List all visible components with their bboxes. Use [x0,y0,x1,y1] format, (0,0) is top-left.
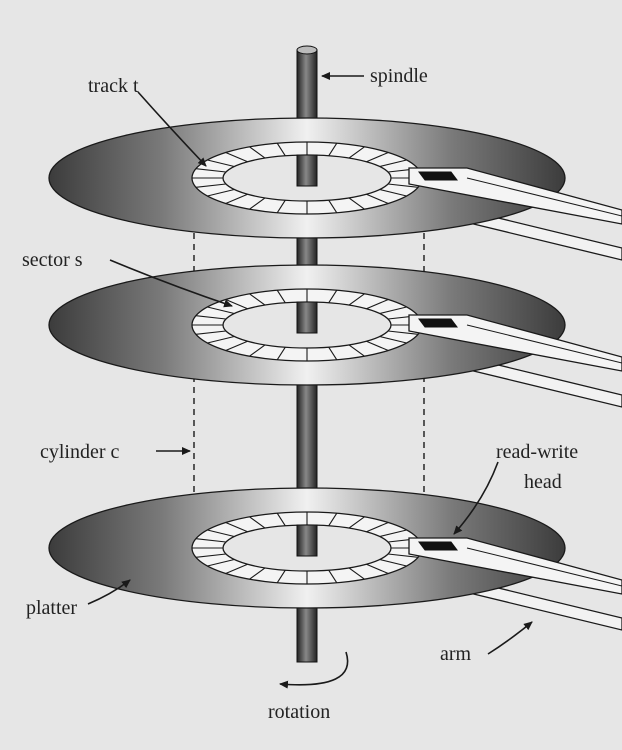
sector-divider [276,289,286,304]
sector-divider [276,512,286,527]
arm-label: arm [440,643,472,665]
sector-divider [249,344,266,357]
sector-divider [328,199,338,214]
head-arm [408,167,622,225]
sector-divider [195,315,226,320]
sector-divider [328,346,338,361]
sector-divider [225,563,248,575]
platter [48,264,622,408]
sector-divider [249,516,266,529]
sector-divider [207,188,235,197]
read-write-label-line2: head [524,471,562,493]
sector-arrow [109,259,233,308]
arm-arrow [487,621,533,655]
sector-divider [225,340,248,352]
sector-divider [207,529,235,538]
platter-stack [48,117,622,631]
sector-divider [195,553,226,558]
sector-divider [379,558,407,567]
sector-divider [379,188,407,197]
sector-divider [348,516,365,529]
read-write-head [418,171,458,181]
sector-divider [328,512,338,527]
sector-divider [225,521,248,533]
sector-divider [207,306,235,315]
rotation-arrow [279,651,349,689]
cylinder-label: cylinder c [40,441,120,463]
sector-divider [348,344,365,357]
sector-divider [225,193,248,205]
sector-divider [348,146,365,159]
sector-divider [348,293,365,306]
sector-divider [276,569,286,584]
cylinder-guides [193,178,425,548]
sector-divider [366,563,389,575]
sector-divider [195,538,226,543]
sector-divider [328,142,338,157]
sector-divider [276,346,286,361]
sector-divider [348,197,365,210]
sector-divider [225,151,248,163]
sector-divider [388,553,419,558]
sector-divider [379,306,407,315]
head-arm [408,314,622,372]
platter-label: platter [26,597,77,619]
sector-divider [366,151,389,163]
sector-divider [379,335,407,344]
sector-divider [195,183,226,188]
sector-divider [388,330,419,335]
rotation-label: rotation [268,701,330,723]
sector-divider [366,340,389,352]
sector-divider [195,168,226,173]
sector-divider [366,193,389,205]
sector-divider [366,521,389,533]
sector-divider [249,293,266,306]
sector-divider [249,567,266,580]
leader-arrows [87,72,533,689]
spindle-label: spindle [370,65,428,87]
labels: track t spindle sector s cylinder c read… [22,65,578,723]
platter [48,487,622,631]
track-arrow [137,91,207,167]
platter [48,117,622,261]
sector-divider [207,558,235,567]
sector-divider [207,335,235,344]
sector-dividers [192,512,422,584]
read-write-head [418,541,458,551]
sector-divider [249,146,266,159]
sector-divider [195,330,226,335]
read-write-head [418,318,458,328]
read-write-arrow [453,461,499,535]
head-arm [408,537,622,595]
sector-divider [388,183,419,188]
sector-divider [379,529,407,538]
platter-arrow [87,579,131,605]
sector-divider [328,289,338,304]
sector-divider [207,159,235,168]
sector-divider [276,199,286,214]
track-label: track t [88,75,139,97]
sector-divider [366,298,389,310]
read-write-label-line1: read-write [496,441,578,463]
sector-divider [276,142,286,157]
sector-divider [249,197,266,210]
sector-divider [328,569,338,584]
sector-label: sector s [22,249,83,271]
sector-divider [348,567,365,580]
sector-divider [379,159,407,168]
